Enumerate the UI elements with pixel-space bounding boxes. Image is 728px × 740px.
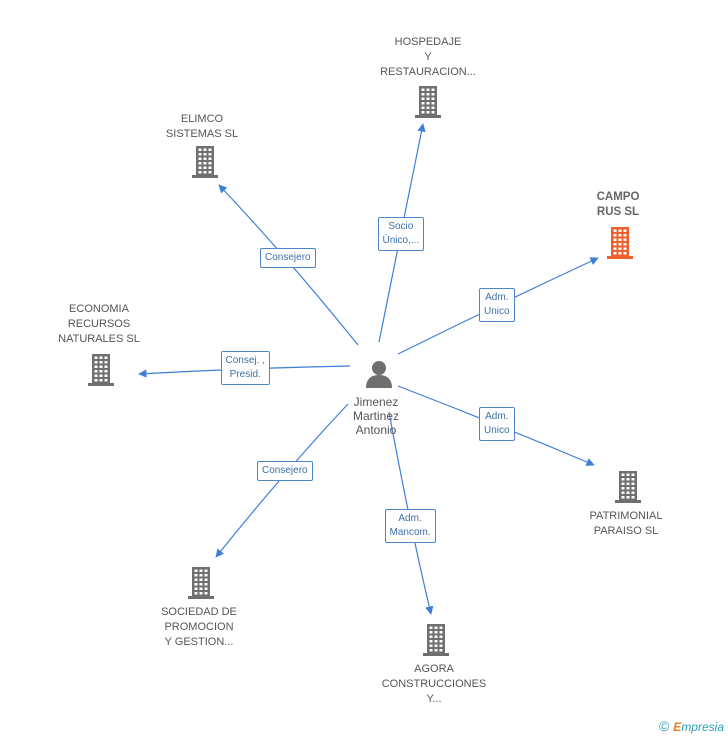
relation-text: Consejero	[262, 465, 308, 476]
relation-label-campo-rus[interactable]: Adm. Unico	[479, 288, 515, 322]
company-name-line: HOSPEDAJE	[394, 36, 462, 48]
company-name-line: AGORA	[414, 663, 454, 675]
relation-text: Consej. ,	[225, 355, 265, 366]
company-name-line: PATRIMONIAL	[589, 510, 663, 522]
relation-text: Unico	[484, 306, 510, 317]
relation-text: Presid.	[229, 369, 261, 380]
person-name-line: Martinez	[352, 409, 399, 423]
center-person-name[interactable]: Jimenez Martinez Antonio	[326, 395, 426, 437]
copyright-symbol: ©	[658, 718, 670, 734]
company-name-line: RECURSOS	[67, 318, 131, 330]
company-name-patrimonial[interactable]: PATRIMONIAL PARAISO SL	[556, 509, 696, 539]
company-name-line: Y...	[426, 693, 442, 705]
company-name-elimco[interactable]: ELIMCO SISTEMAS SL	[132, 112, 272, 142]
company-name-line: Y GESTION...	[164, 636, 234, 648]
company-name-line: SOCIEDAD DE	[161, 606, 237, 618]
company-name-agora[interactable]: AGORA CONSTRUCCIONES Y...	[364, 662, 504, 707]
relation-text: Adm.	[485, 292, 509, 303]
company-name-line: ELIMCO	[180, 113, 224, 125]
company-name-line: NATURALES SL	[58, 333, 140, 345]
company-name-line: ECONOMIA	[69, 303, 129, 315]
building-icon[interactable]	[605, 226, 635, 260]
relation-text: Adm.	[485, 411, 509, 422]
relation-label-economia[interactable]: Consej. , Presid.	[220, 351, 270, 385]
building-icon[interactable]	[190, 145, 220, 179]
company-name-line: RESTAURACION...	[380, 66, 476, 78]
company-name-economia[interactable]: ECONOMIA RECURSOS NATURALES SL	[29, 302, 169, 347]
building-icon[interactable]	[613, 470, 643, 504]
footer-brand[interactable]: ©Empresia	[659, 718, 724, 734]
relation-text: Único,...	[382, 235, 420, 246]
relation-label-elimco[interactable]: Consejero	[260, 248, 316, 268]
building-icon[interactable]	[413, 85, 443, 119]
brand-logo-rest: mpresia	[681, 720, 724, 734]
relation-label-patrimonial[interactable]: Adm. Unico	[479, 407, 515, 441]
company-name-hospedaje[interactable]: HOSPEDAJE Y RESTAURACION...	[358, 35, 498, 80]
brand-logo-first: E	[673, 720, 682, 734]
relation-text: Mancom.	[389, 527, 431, 538]
company-name-line: Y	[424, 51, 432, 63]
company-name-line: PARAISO SL	[593, 525, 659, 537]
relation-label-agora[interactable]: Adm. Mancom.	[384, 509, 436, 543]
company-name-sociedad[interactable]: SOCIEDAD DE PROMOCION Y GESTION...	[129, 605, 269, 650]
relation-text: Adm.	[398, 513, 422, 524]
building-icon[interactable]	[186, 566, 216, 600]
company-name-line: SISTEMAS SL	[165, 128, 239, 140]
company-name-line: PROMOCION	[164, 621, 234, 633]
relation-text: Unico	[484, 425, 510, 436]
company-name-line: CONSTRUCCIONES	[381, 678, 487, 690]
relation-text: Consejero	[265, 252, 311, 263]
company-name-line: RUS SL	[596, 206, 640, 218]
building-icon[interactable]	[421, 623, 451, 657]
company-name-line: CAMPO	[596, 191, 640, 203]
relation-text: Socio	[388, 221, 414, 232]
person-name-line: Jimenez	[353, 395, 399, 409]
center-person-node[interactable]	[363, 358, 395, 390]
building-icon[interactable]	[86, 353, 116, 387]
person-name-line: Antonio	[355, 423, 397, 437]
person-icon	[366, 361, 392, 388]
relation-label-sociedad[interactable]: Consejero	[257, 461, 313, 481]
company-name-campo-rus[interactable]: CAMPO RUS SL	[548, 190, 688, 220]
